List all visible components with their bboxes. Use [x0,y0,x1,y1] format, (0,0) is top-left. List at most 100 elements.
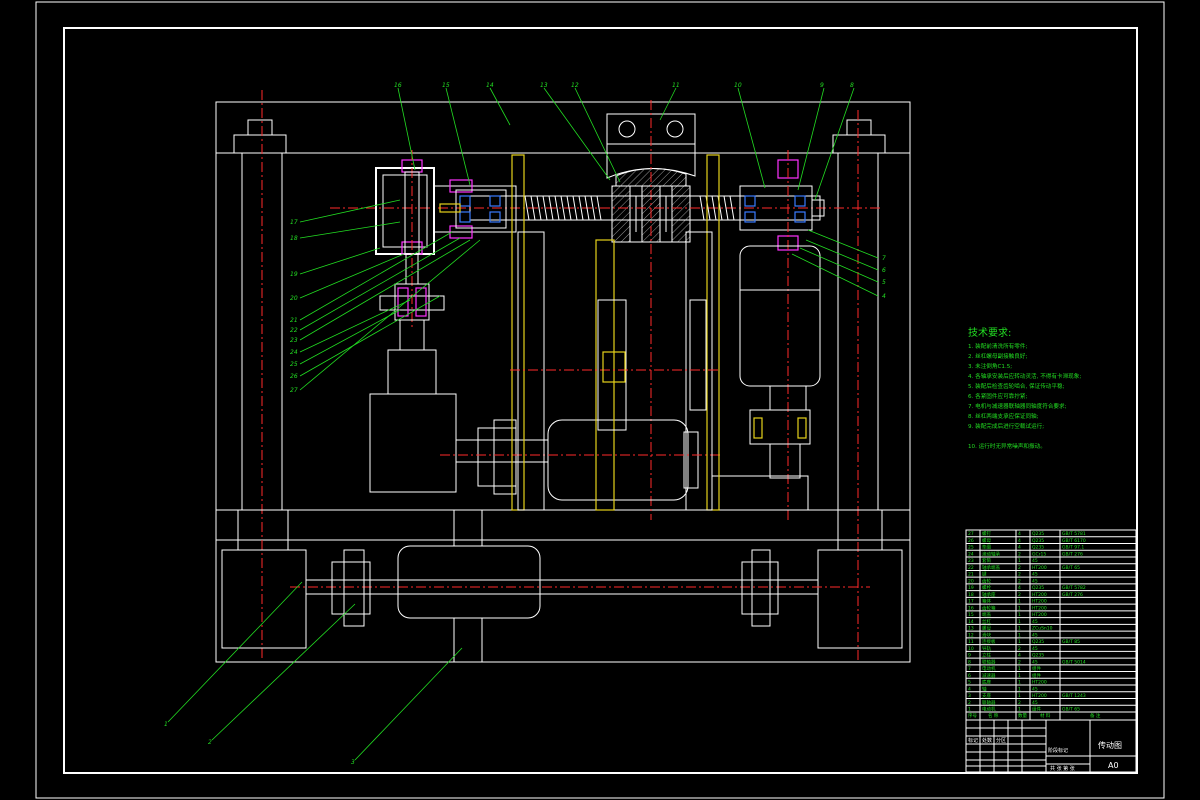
table-cell: 1 [1018,639,1021,645]
table-cell: 齿轮 [982,577,991,584]
table-cell: 4 [1018,653,1021,659]
part-label: 15 [442,82,450,89]
part-label: 25 [290,361,298,368]
table-cell: 2 [1018,565,1021,571]
guide-columns [510,154,720,511]
table-cell: 4 [968,686,971,692]
table-cell: 45 [1032,578,1038,584]
table-cell: 1 [1018,599,1021,605]
table-cell: GB/T 5014 [1062,659,1086,665]
table-cell: 电动机 [982,706,996,713]
table-cell: 螺母 [982,625,991,632]
part-label: 9 [820,82,824,89]
inner-frame [63,27,1138,774]
table-cell: 2 [1018,700,1021,706]
table-cell: 底座 [982,679,991,686]
part-label: 10 [734,82,742,89]
table-cell: 45 [1032,659,1038,665]
table-cell: 22 [968,565,974,571]
table-cell: GCr15 [1032,551,1046,557]
table-cell: 4 [1018,585,1021,591]
table-cell: HT200 [1032,599,1047,605]
part-label: 7 [882,255,886,262]
table-cell: 45 [1032,646,1038,652]
table-cell: 16 [968,605,974,611]
table-cell: 2 [1018,592,1021,598]
table-cell: HT200 [1032,605,1047,611]
part-label: 6 [882,267,886,274]
table-cell: 组件 [1032,706,1041,713]
table-cell: 23 [968,558,974,564]
part-label: 16 [394,82,402,89]
note-line: 7. 电机与减速器联轴器同轴度符合要求; [968,402,1067,410]
table-cell: 1 [1018,558,1021,564]
table-cell: 25 [968,545,974,551]
table-cell: 组件 [1032,665,1041,672]
drawing-title: 传动图 [1098,740,1122,750]
table-cell: 减速器 [982,672,996,679]
table-cell: 2 [1018,572,1021,578]
part-label: 24 [290,349,298,356]
table-cell: 轴承座 [982,591,996,598]
machine-frame [215,90,911,663]
table-cell: 轴 [982,685,987,692]
table-cell: 18 [968,592,974,598]
note-line: 4. 各轴承安装后应转动灵活, 不得有卡滞现象; [968,372,1081,380]
table-cell: 支座 [982,692,991,699]
note-line: 3. 未注倒角C1.5; [968,362,1012,370]
table-cell: Q235 [1032,538,1044,544]
table-cell: 齿轮箱 [982,604,996,611]
note-line: 1. 装配前清洗所有零件; [968,342,1027,350]
part-label: 27 [290,387,298,394]
title-block-label: 标记 [968,737,978,744]
table-cell: ZCuSn10 [1032,626,1053,632]
table-cell: 螺栓 [982,584,991,591]
table-cell: Q235 [1032,639,1044,645]
note-line: 6. 各紧固件应可靠拧紧; [968,392,1027,400]
table-cell: 13 [968,626,974,632]
note-line: 9. 装配完成后进行空载试运行; [968,422,1044,430]
table-cell: 2 [1018,578,1021,584]
table-cell: 21 [968,572,974,578]
table-cell: GB/T 85 [1062,639,1080,645]
table-cell: 套筒 [982,557,991,564]
part-label: 26 [290,373,298,380]
header-cell: 材 料 [1040,712,1051,719]
table-cell: HT200 [1032,693,1047,699]
table-cell: 11 [968,639,974,645]
table-cell: 1 [968,707,971,713]
title-block-label: 分区 [996,737,1006,744]
table-cell: GB/T 1243 [1062,693,1086,699]
parts-table-header: 序号 名 称 数量 材 料 备 注 [968,712,1101,719]
table-cell: 1 [1018,673,1021,679]
table-cell: 17 [968,599,974,605]
part-label: 17 [290,219,298,226]
leader-lines [167,87,879,761]
table-cell: 组件 [1032,672,1041,679]
table-cell: GB/T 5781 [1062,531,1086,537]
table-cell: 立柱 [982,652,991,659]
table-cell: 1 [1018,693,1021,699]
title-block: 标记 处数 分区 阶段标记 共 张 第 张 传动图 A0 [965,719,1137,773]
part-label: 19 [290,271,298,278]
bottom-drive [221,509,903,663]
part-label: 22 [290,327,298,334]
table-cell: GB/T 276 [1062,592,1083,598]
table-cell: 1 [1018,666,1021,672]
technical-notes: 技术要求: 1. 装配前清洗所有零件; 2. 丝杠螺母副接触良好; 3. 未注倒… [968,326,1081,450]
table-cell: 12 [968,632,974,638]
part-label: 5 [882,279,886,286]
table-cell: Q235 [1032,531,1044,537]
table-cell: 1 [1018,619,1021,625]
table-cell: 2 [1018,551,1021,557]
sheet-size: A0 [1108,761,1119,770]
table-cell: GB/T 97.1 [1062,545,1084,551]
header-cell: 名 称 [988,712,999,719]
table-cell: 3 [968,693,971,699]
table-cell: 8 [968,659,971,665]
table-cell: 26 [968,538,974,544]
table-cell: 导轨 [982,645,991,652]
